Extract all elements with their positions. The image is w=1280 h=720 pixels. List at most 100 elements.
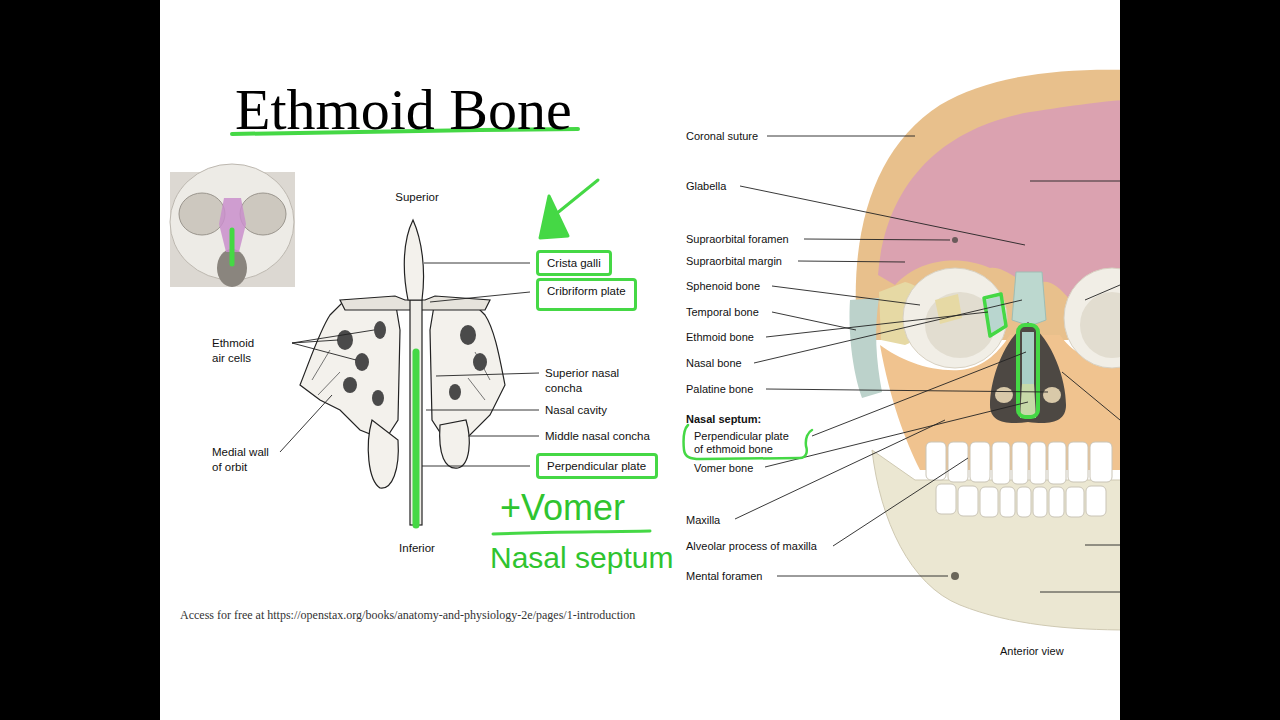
part-label: Temporal bone <box>686 305 759 319</box>
highlight-box: Cribriform plate <box>536 278 637 311</box>
part-label: Middle nasal concha <box>545 429 650 443</box>
group-heading: Nasal septum: <box>686 412 761 426</box>
part-label: Maxilla <box>686 513 720 527</box>
nasal-cavity <box>990 322 1066 423</box>
perpendicular-plate <box>410 300 422 525</box>
highlight-box: Crista galli <box>536 250 612 276</box>
tooth <box>1049 487 1064 517</box>
tooth <box>958 486 978 516</box>
hand-outline <box>1018 325 1038 417</box>
middle-concha <box>440 420 470 468</box>
letterbox-bar <box>0 0 160 720</box>
tooth <box>1030 442 1046 484</box>
leader-line <box>798 261 905 262</box>
tooth <box>1048 442 1066 484</box>
part-label: Ethmoid air cells <box>212 336 264 366</box>
part-label: Perpendicular plate of ethmoid bone <box>694 430 794 456</box>
air-cell <box>374 321 386 339</box>
highlight-plate <box>413 352 420 525</box>
leader-line <box>426 410 539 411</box>
tooth <box>980 487 998 517</box>
leader-line <box>772 286 920 305</box>
leader-line <box>430 292 530 302</box>
leader-line <box>422 466 530 467</box>
tooth <box>1000 487 1015 517</box>
part-label: Supraorbital foramen <box>686 232 789 246</box>
tooth <box>1068 442 1088 482</box>
part-label: Ethmoid bone <box>686 330 754 344</box>
tooth <box>970 442 990 482</box>
view-label: Anterior view <box>1000 644 1064 658</box>
part-label: Nasal bone <box>686 356 742 370</box>
supraorbital-foramen <box>952 237 958 243</box>
inset-orbit <box>240 193 286 235</box>
letterbox-bar <box>1120 0 1280 720</box>
leader-line <box>767 136 915 137</box>
nasal-bone <box>1012 272 1046 326</box>
frontal-bone <box>878 100 1130 300</box>
leader-line <box>754 300 1022 363</box>
source-caption: Access for free at https://openstax.org/… <box>180 607 635 623</box>
air-cell <box>460 325 476 345</box>
air-cell <box>343 377 357 393</box>
leader-line <box>766 389 1048 392</box>
tooth <box>948 442 968 482</box>
part-label: Coronal suture <box>686 129 758 143</box>
tooth <box>1033 487 1047 517</box>
part-label: Cribriform plate <box>547 284 626 298</box>
leader-line <box>280 395 332 452</box>
mental-foramen <box>951 572 959 580</box>
tooth <box>992 442 1010 484</box>
nasal-concha <box>1043 387 1061 403</box>
highlight-box: Perpendicular plate <box>536 453 658 479</box>
hand-underline <box>493 531 650 534</box>
leader-line <box>1030 181 1120 182</box>
crista-galli <box>404 220 423 300</box>
handwritten-note: Nasal septum <box>490 543 673 573</box>
orbit <box>903 268 1007 368</box>
part-label: Nasal cavity <box>545 403 607 417</box>
perpendicular-plate <box>1022 332 1034 384</box>
lateral-mass <box>430 300 505 440</box>
leader-line <box>812 352 1026 436</box>
air-cell <box>337 330 353 350</box>
leader-line <box>292 343 356 360</box>
middle-concha <box>368 420 398 488</box>
tooth <box>1086 486 1106 516</box>
direction-label: Superior <box>395 190 438 204</box>
hand-bracket <box>683 425 812 459</box>
air-cell <box>473 353 487 371</box>
part-label: Vomer bone <box>694 461 753 475</box>
leader-line <box>1062 372 1120 420</box>
part-label: Sphenoid bone <box>686 279 760 293</box>
tooth <box>936 484 956 514</box>
leader-line <box>777 576 948 577</box>
part-label: Superior nasal concha <box>545 366 629 396</box>
air-cell <box>449 384 461 400</box>
nasal-concha <box>995 387 1013 403</box>
part-label: Alveolar process of maxilla <box>686 539 817 553</box>
leader-line <box>468 436 539 437</box>
inset-highlight <box>230 230 235 264</box>
leader-line <box>772 312 856 330</box>
part-label: Supraorbital margin <box>686 254 782 268</box>
hand-outline <box>984 294 1006 336</box>
leader-line <box>1085 285 1120 300</box>
leader-line <box>292 330 374 343</box>
temporal-bone <box>850 298 883 398</box>
part-label: Medial wall of orbit <box>212 445 274 475</box>
tooth <box>1066 487 1084 517</box>
tooth <box>1090 442 1112 482</box>
part-label: Glabella <box>686 179 726 193</box>
tooth <box>1017 487 1031 517</box>
part-label: Perpendicular plate <box>547 459 647 473</box>
vomer-bone <box>1020 384 1036 418</box>
air-cell <box>355 353 369 371</box>
tooth <box>1012 442 1028 484</box>
lateral-mass <box>300 300 400 440</box>
leader-line <box>1085 545 1120 546</box>
leader-line <box>804 239 950 240</box>
leader-line <box>833 458 968 546</box>
leader-line <box>1040 592 1120 593</box>
